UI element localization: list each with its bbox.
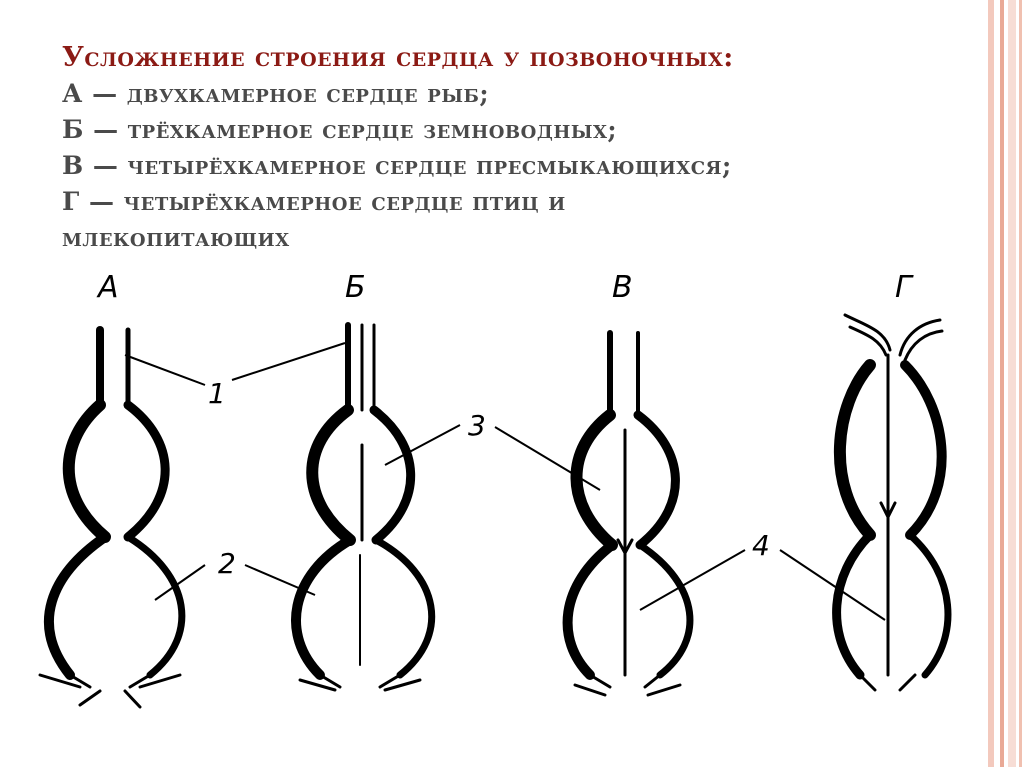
callout-2: 2 bbox=[218, 547, 236, 580]
border-stripe bbox=[1019, 0, 1022, 767]
heart-a bbox=[38, 326, 186, 709]
callout-4: 4 bbox=[752, 529, 770, 562]
text-block: Усложнение строения сердца у позвоночных… bbox=[62, 40, 962, 256]
heart-diagram: А Б В Г bbox=[38, 270, 952, 709]
slide-title: Усложнение строения сердца у позвоночных… bbox=[62, 42, 734, 73]
callout-lines bbox=[124, 342, 886, 621]
decorative-border bbox=[978, 0, 1024, 767]
heart-v bbox=[562, 330, 694, 697]
border-stripe bbox=[988, 0, 994, 767]
caption-b: Б — трёхкамерное сердце земноводных; bbox=[62, 115, 618, 144]
caption-v: В — четырёхкамерное сердце пресмыкающихс… bbox=[62, 151, 732, 180]
border-stripe bbox=[1008, 0, 1016, 767]
caption-a: А — двухкамерное сердце рыб; bbox=[62, 79, 490, 108]
heart-b bbox=[291, 322, 436, 692]
caption-g: Г — четырёхкамерное сердце птиц и bbox=[62, 187, 566, 216]
panel-label-b: Б bbox=[345, 270, 366, 305]
heart-g bbox=[832, 313, 952, 692]
border-stripe bbox=[1000, 0, 1004, 767]
callout-3: 3 bbox=[468, 409, 486, 442]
caption-g-cont: млекопитающих bbox=[62, 223, 290, 252]
panel-label-g: Г bbox=[895, 270, 914, 305]
panel-label-a: А bbox=[96, 270, 119, 305]
panel-label-v: В bbox=[612, 270, 633, 305]
callout-1: 1 bbox=[208, 377, 226, 410]
